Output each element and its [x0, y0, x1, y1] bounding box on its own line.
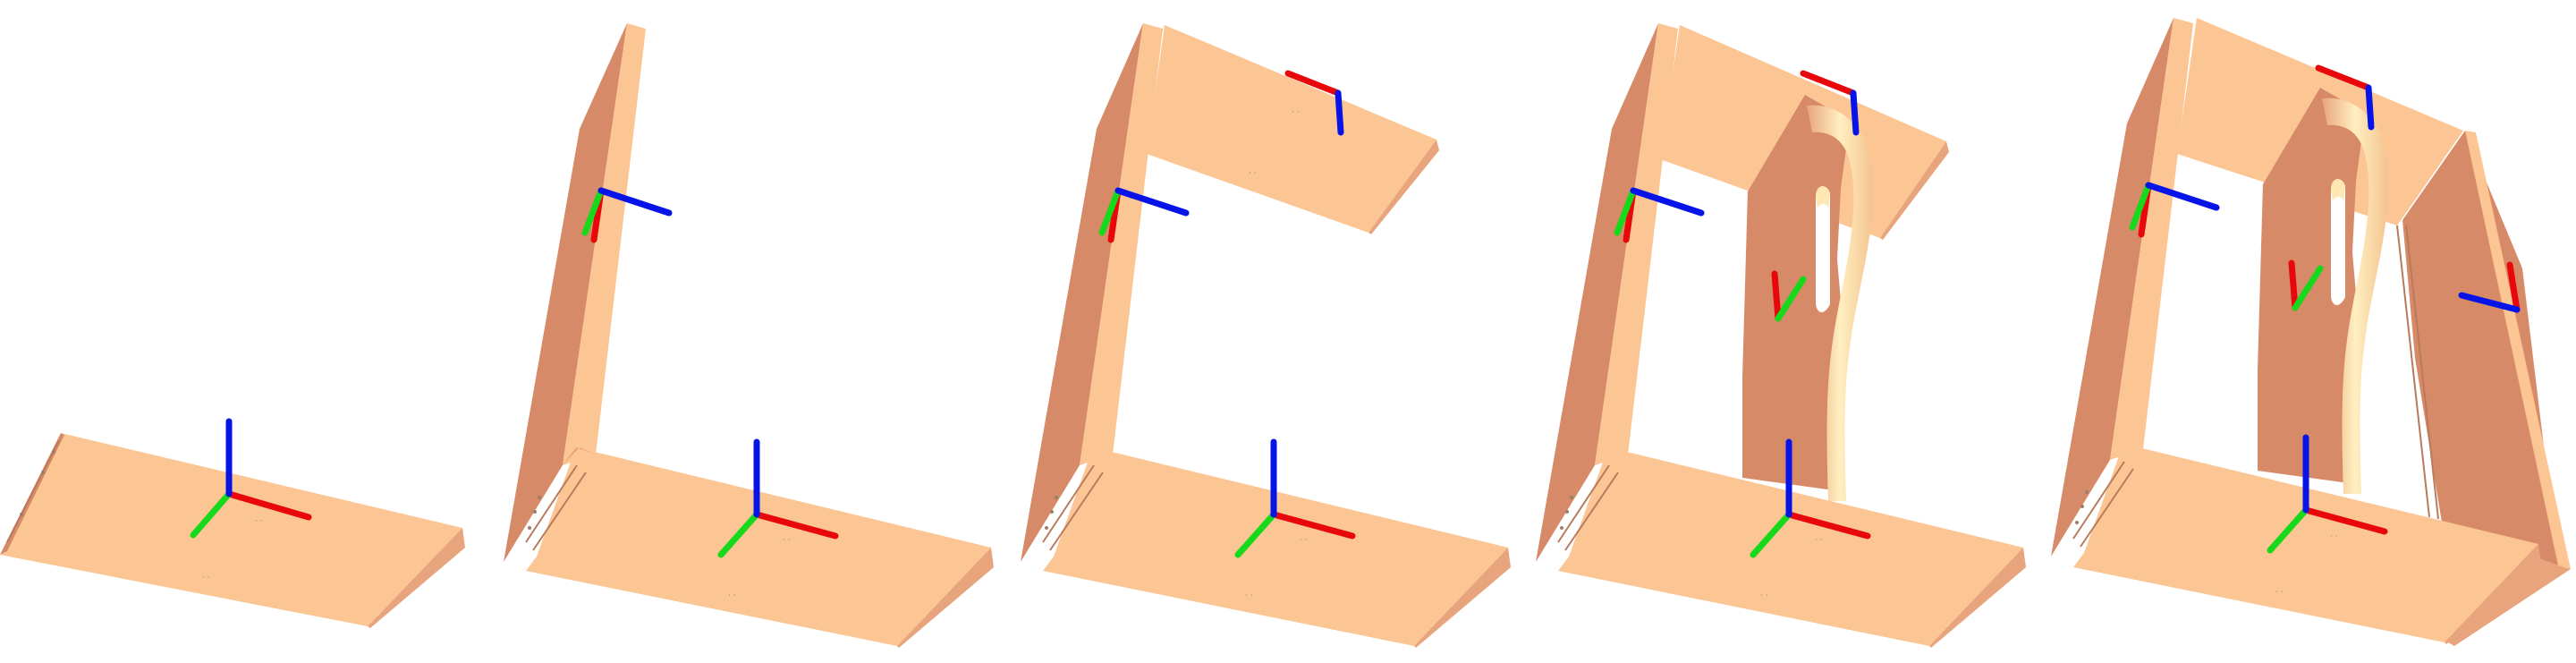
coordinate-frame-axes — [1771, 270, 1807, 322]
svg-text:· ·: · · — [1760, 591, 1768, 600]
base-plate: · · · · — [0, 433, 465, 628]
coordinate-frame-axes — [1284, 70, 1344, 136]
left-upright — [2051, 18, 2193, 557]
y-axis — [717, 511, 760, 558]
z-axis — [1335, 89, 1344, 136]
coordinate-frame-axes — [1800, 70, 1860, 136]
y-axis — [1750, 511, 1792, 558]
y-axis — [2129, 182, 2152, 231]
z-axis — [597, 187, 673, 217]
x-axis — [1284, 70, 1342, 97]
svg-text:· ·: · · — [255, 517, 263, 526]
x-axis — [1270, 511, 1356, 540]
svg-text:· ·: · · — [202, 574, 210, 582]
coordinate-frame-axes — [581, 187, 673, 243]
x-axis — [2288, 259, 2299, 311]
left-upright — [504, 23, 646, 562]
x-axis — [2315, 64, 2372, 91]
y-axis — [2267, 506, 2309, 554]
coordinate-frame-axes — [1234, 438, 1356, 558]
top-beam: · · · · — [1147, 25, 1439, 234]
y-axis — [1234, 511, 1277, 558]
y-axis — [2292, 265, 2324, 311]
x-axis — [1771, 270, 1782, 322]
svg-text:· ·: · · — [1249, 169, 1257, 178]
z-axis — [2458, 292, 2521, 313]
svg-text:· ·: · · — [1292, 108, 1300, 117]
svg-text:· ·: · · — [1300, 536, 1308, 545]
coordinate-frame-axes — [2129, 182, 2220, 238]
left-upright — [1536, 23, 1678, 562]
stage-4: · · · · — [1536, 23, 2026, 648]
coordinate-frame-axes — [1098, 187, 1190, 243]
svg-text:· ·: · · — [2275, 588, 2284, 597]
base-plate: · · · · — [1557, 447, 2026, 648]
x-axis — [2506, 261, 2521, 313]
base-plate: · · · · — [525, 447, 994, 648]
coordinate-frame-axes — [1750, 438, 1871, 558]
z-axis — [1114, 187, 1190, 217]
base-plate: · · · · — [2072, 444, 2541, 644]
z-axis — [1630, 187, 1705, 217]
coordinate-frame-axes — [2458, 261, 2521, 313]
z-axis — [2365, 84, 2375, 131]
y-axis — [190, 490, 233, 539]
x-axis — [1785, 511, 1871, 540]
y-axis — [581, 187, 605, 236]
coordinate-frame-axes — [1614, 187, 1705, 243]
stage-5: · · · · — [2051, 18, 2571, 646]
stage-3: · · · · · · · · — [1021, 23, 1511, 648]
coordinate-frame-axes — [2267, 434, 2388, 554]
z-axis — [2145, 182, 2220, 211]
svg-text:· ·: · · — [728, 591, 736, 600]
svg-text:· ·: · · — [1245, 591, 1253, 600]
z-axis — [1850, 89, 1860, 136]
y-axis — [1098, 187, 1122, 236]
coordinate-frame-axes — [717, 438, 839, 558]
x-axis — [1800, 70, 1857, 97]
coordinate-frame-axes — [2288, 259, 2324, 311]
base-plate: · · · · — [1042, 447, 1511, 648]
left-upright — [1021, 23, 1163, 562]
svg-text:· ·: · · — [2330, 532, 2338, 541]
svg-text:· ·: · · — [783, 536, 791, 545]
y-axis — [1775, 276, 1807, 322]
x-axis — [753, 511, 839, 540]
stage-2: · · · · — [504, 23, 994, 648]
coordinate-frame-axes — [190, 418, 312, 539]
x-axis — [225, 490, 312, 521]
y-axis — [1614, 187, 1637, 236]
x-axis — [2302, 506, 2388, 535]
coordinate-frame-axes — [2315, 64, 2375, 131]
stage-1: · · · · — [0, 418, 465, 628]
svg-text:· ·: · · — [1815, 536, 1823, 545]
